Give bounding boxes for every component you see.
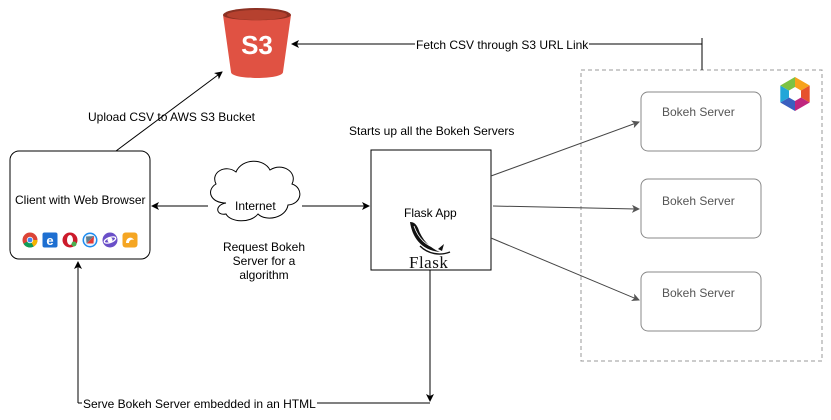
request-edge-label: Request Bokeh Server for a algorithm [214,240,314,282]
s3-logo-text: S3 [241,30,273,60]
bokeh-server-label-2: Bokeh Server [662,194,735,208]
edge-upload [115,71,223,152]
bokeh-logo-icon [780,77,810,111]
bokeh-server-label-1: Bokeh Server [662,105,735,119]
request-label-line-1: Request Bokeh [222,240,306,254]
bokeh-server-box-1 [640,91,762,152]
flask-logo-word: Flask [409,253,449,272]
firefox-icon [102,232,118,248]
fetch-edge-label: Fetch CSV through S3 URL Link [415,38,590,52]
edge-flask-bokeh-1 [490,120,640,177]
opera-icon [62,232,78,248]
edge-icon: e [42,232,58,248]
client-label: Client with Web Browser [15,193,146,207]
bokeh-server-box-3 [640,271,762,332]
svg-text:e: e [46,233,53,248]
edge-flask-bokeh-2 [492,204,640,213]
client-box [9,150,151,260]
request-label-line-3: algorithm [239,268,289,282]
uc-browser-icon [122,232,138,248]
s3-bucket-icon [223,8,291,78]
startup-label: Starts up all the Bokeh Servers [349,124,515,138]
edge-flask-bokeh-3 [490,237,640,301]
flask-horn-icon [410,222,451,255]
internet-cloud-shape [210,160,301,222]
bokeh-server-label-3: Bokeh Server [662,286,735,300]
upload-edge-label: Upload CSV to AWS S3 Bucket [88,110,255,124]
safari-icon [82,232,98,248]
bokeh-server-box-2 [640,178,762,239]
serve-edge-label: Serve Bokeh Server embedded in an HTML [82,397,317,411]
chrome-icon [22,232,38,248]
flask-app-label: Flask App [404,206,457,220]
internet-label: Internet [235,199,276,213]
request-label-line-2: Server for a [232,254,296,268]
